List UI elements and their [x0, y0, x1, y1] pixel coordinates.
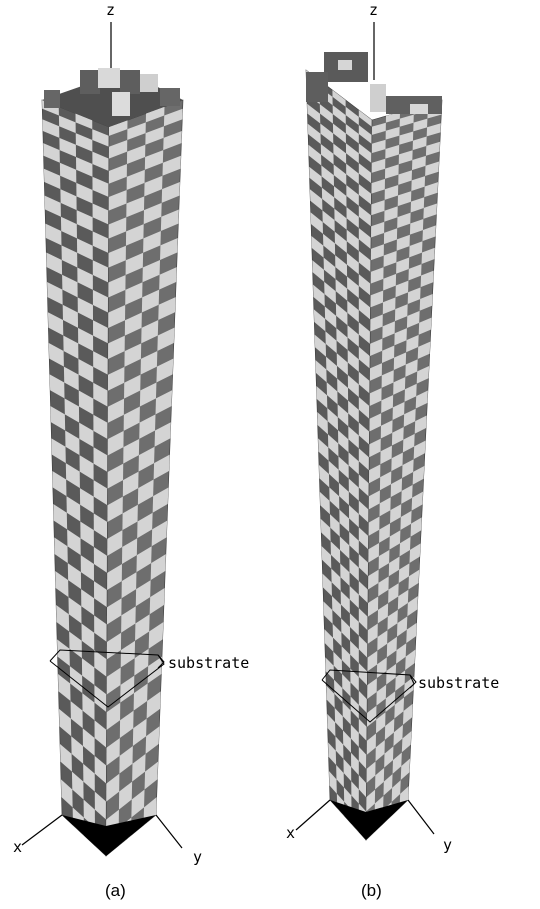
panel-b-y-axis [408, 800, 434, 834]
panel-a-top-block [140, 74, 158, 92]
panel-b-y-label: y [443, 836, 452, 854]
panel-a-right-face [106, 100, 183, 856]
panel-b-top-block [338, 60, 352, 70]
panel-a-caption: (a) [105, 881, 126, 900]
panel-b-right-face [366, 100, 442, 840]
panel-a-top-block [112, 92, 130, 116]
panel-a-x-axis [22, 815, 62, 845]
panel-b-left-face [306, 70, 372, 840]
panel-b-x-axis [296, 800, 330, 830]
panel-a-top-block [160, 88, 180, 106]
panel-b-z-label: z [369, 1, 378, 19]
panel-b: z substrate [286, 1, 499, 900]
panel-a-y-axis [156, 815, 182, 848]
panel-b-x-label: x [286, 824, 295, 842]
panel-a-top-block [120, 70, 140, 94]
panel-a-z-label: z [106, 1, 115, 19]
panel-b-top-block [370, 84, 386, 112]
panel-b-top-block [306, 72, 328, 102]
panel-a-left-face [42, 100, 109, 856]
panel-b-caption: (b) [361, 881, 382, 900]
panel-a-y-label: y [193, 848, 202, 866]
panel-a-top-block [98, 68, 120, 88]
panel-b-substrate-label: substrate [418, 674, 499, 692]
panel-a-tower [42, 68, 183, 856]
panel-a-x-label: x [13, 838, 22, 856]
panel-a-top-block [80, 70, 100, 94]
panel-a-top-block [44, 90, 60, 108]
panel-a: z substrat [13, 1, 249, 900]
panel-b-top-block [410, 104, 428, 114]
panel-b-tower [306, 52, 442, 840]
panel-a-substrate-label: substrate [168, 654, 249, 672]
